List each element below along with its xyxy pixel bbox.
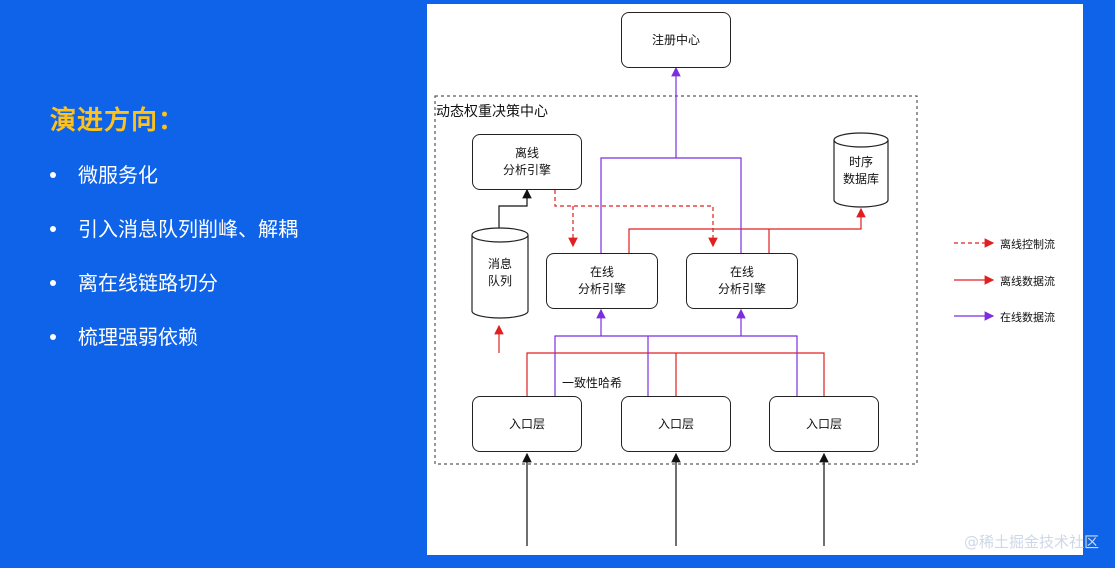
group-label: 动态权重决策中心 (436, 104, 548, 120)
mq-label: 消息 队列 (487, 257, 512, 288)
entry-box-3: 入口层 (769, 396, 879, 452)
architecture-diagram: 注册中心 动态权重决策中心 离线 分析引擎 时序 数据库 消息 队列 在线 分析… (427, 4, 1083, 555)
bullet-item: 微服务化 (50, 160, 298, 214)
bullet-dot-icon (50, 334, 56, 340)
online-engine-box-2: 在线 分析引擎 (686, 253, 798, 309)
offline-data-to-tsdb (628, 207, 866, 254)
bullet-item: 离在线链路切分 (50, 268, 298, 322)
registry-box: 注册中心 (621, 12, 731, 68)
online-data-loop (600, 157, 742, 254)
legend-offline-data: 离线数据流 (1000, 275, 1055, 288)
legend-offline-control: 离线控制流 (1000, 238, 1055, 251)
tsdb-cylinder (833, 140, 889, 208)
section-title: 演进方向： (50, 106, 186, 136)
watermark: @稀土掘金技术社区 (963, 533, 1099, 551)
mq-to-offline-arrow (498, 188, 532, 229)
tsdb-label: 时序 数据库 (842, 155, 879, 186)
bullet-item: 梳理强弱依赖 (50, 322, 298, 376)
diagram-lines (434, 66, 995, 546)
online-data-bus (554, 335, 798, 396)
entry-box-1: 入口层 (472, 396, 582, 452)
mq-cylinder (471, 235, 529, 319)
bullet-dot-icon (50, 226, 56, 232)
bullet-list: 微服务化 引入消息队列削峰、解耦 离在线链路切分 梳理强弱依赖 (50, 160, 298, 376)
bullet-dot-icon (50, 280, 56, 286)
offline-control-flow-2 (554, 190, 718, 248)
online-engine-box-1: 在线 分析引擎 (546, 253, 658, 309)
legend-online-data: 在线数据流 (1000, 311, 1055, 324)
bullet-item: 引入消息队列削峰、解耦 (50, 214, 298, 268)
bullet-dot-icon (50, 172, 56, 178)
offline-engine-box: 离线 分析引擎 (472, 134, 582, 190)
consistent-hash-label: 一致性哈希 (560, 374, 625, 391)
entry-box-2: 入口层 (621, 396, 731, 452)
